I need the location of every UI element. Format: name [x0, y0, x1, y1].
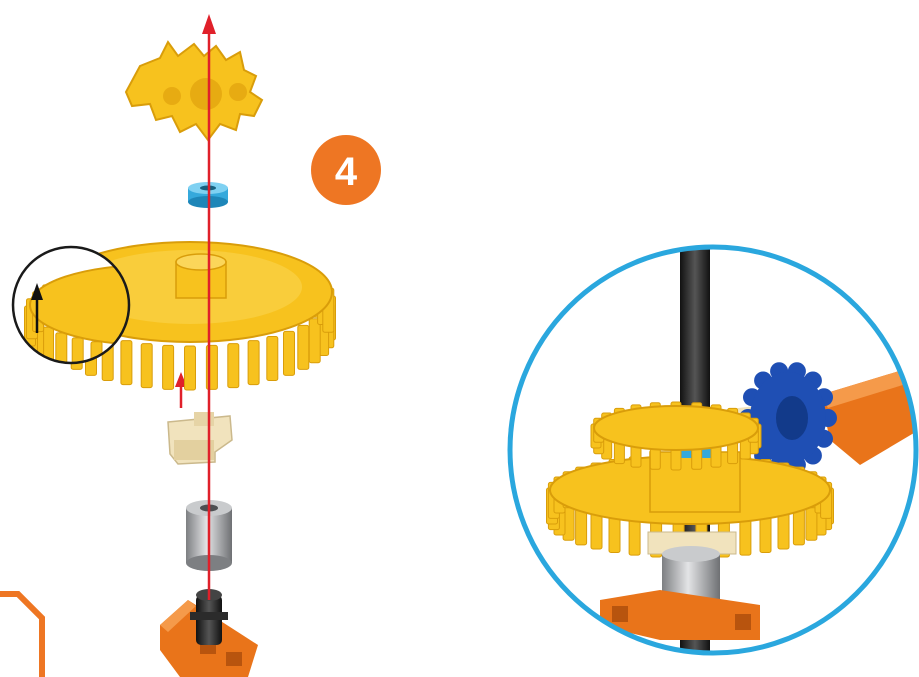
gear-tooth [629, 519, 640, 555]
gear-tooth [760, 517, 771, 553]
gear-tooth [56, 333, 67, 373]
detail-view [505, 245, 919, 665]
gear-tooth [778, 513, 789, 549]
gear-tooth [284, 331, 295, 375]
cream-clip [168, 412, 232, 464]
gear-tooth [248, 341, 259, 385]
step-number: 4 [335, 150, 358, 194]
gear-tooth [217, 338, 228, 378]
gear-tooth [267, 337, 278, 381]
gear-tooth [43, 327, 54, 367]
gear-tooth [609, 517, 620, 553]
gear-tooth [141, 344, 152, 388]
gear-tooth [163, 345, 174, 389]
gear-tooth [228, 344, 239, 388]
gear-tooth [576, 509, 587, 545]
small-yellow-gear [126, 42, 262, 140]
gear-tooth [72, 338, 83, 378]
orange-corner-frame [0, 594, 42, 677]
gear-tooth [793, 509, 804, 545]
gear-tooth [740, 519, 751, 555]
gear-tooth [185, 346, 196, 390]
gear-tooth [309, 319, 320, 363]
gear-tooth [591, 513, 602, 549]
gear-tooth [298, 325, 309, 369]
gear-tooth [121, 341, 132, 385]
step-number-badge: 4 [311, 135, 381, 205]
